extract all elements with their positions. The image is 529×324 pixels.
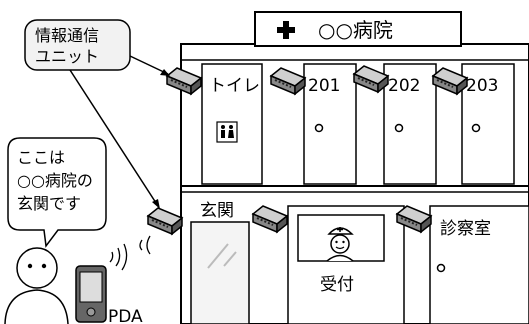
exam-room-door <box>429 205 529 324</box>
cross-icon <box>277 21 295 39</box>
door-201 <box>303 63 357 185</box>
pda-label: PDA <box>108 307 143 324</box>
hospital-sign: ○○病院 <box>254 11 462 47</box>
speech-bubble: ここは ○○病院の 玄関です <box>7 137 107 248</box>
info-unit-icon <box>147 207 183 235</box>
label-203: 203 <box>466 76 498 96</box>
speech-line-2: ○○病院の <box>17 171 93 190</box>
speech-line-3: 玄関です <box>17 194 81 213</box>
nurse-icon <box>326 227 354 262</box>
label-exam: 診察室 <box>440 219 491 239</box>
door-202 <box>383 63 437 185</box>
restroom-sign-icon <box>216 121 238 143</box>
callout-line-2: ユニット <box>35 47 99 66</box>
label-entrance: 玄関 <box>200 201 234 221</box>
door-203 <box>461 63 515 185</box>
hospital-name: ○○病院 <box>318 18 393 42</box>
wireless-signal-icon <box>109 235 151 271</box>
upper-floor <box>201 63 515 185</box>
label-toilet: トイレ <box>209 76 260 96</box>
speech-line-1: ここは <box>17 148 65 167</box>
label-201: 201 <box>308 76 340 96</box>
info-unit-callout: 情報通信 ユニット <box>24 19 131 71</box>
callout-line-1: 情報通信 <box>35 26 99 45</box>
label-202: 202 <box>388 76 420 96</box>
entrance-glass-door <box>190 221 250 324</box>
callout-arrows <box>69 55 170 209</box>
pda-icon <box>75 265 107 323</box>
person-icon <box>4 247 69 324</box>
label-reception: 受付 <box>320 275 354 295</box>
lower-floor <box>190 205 529 324</box>
